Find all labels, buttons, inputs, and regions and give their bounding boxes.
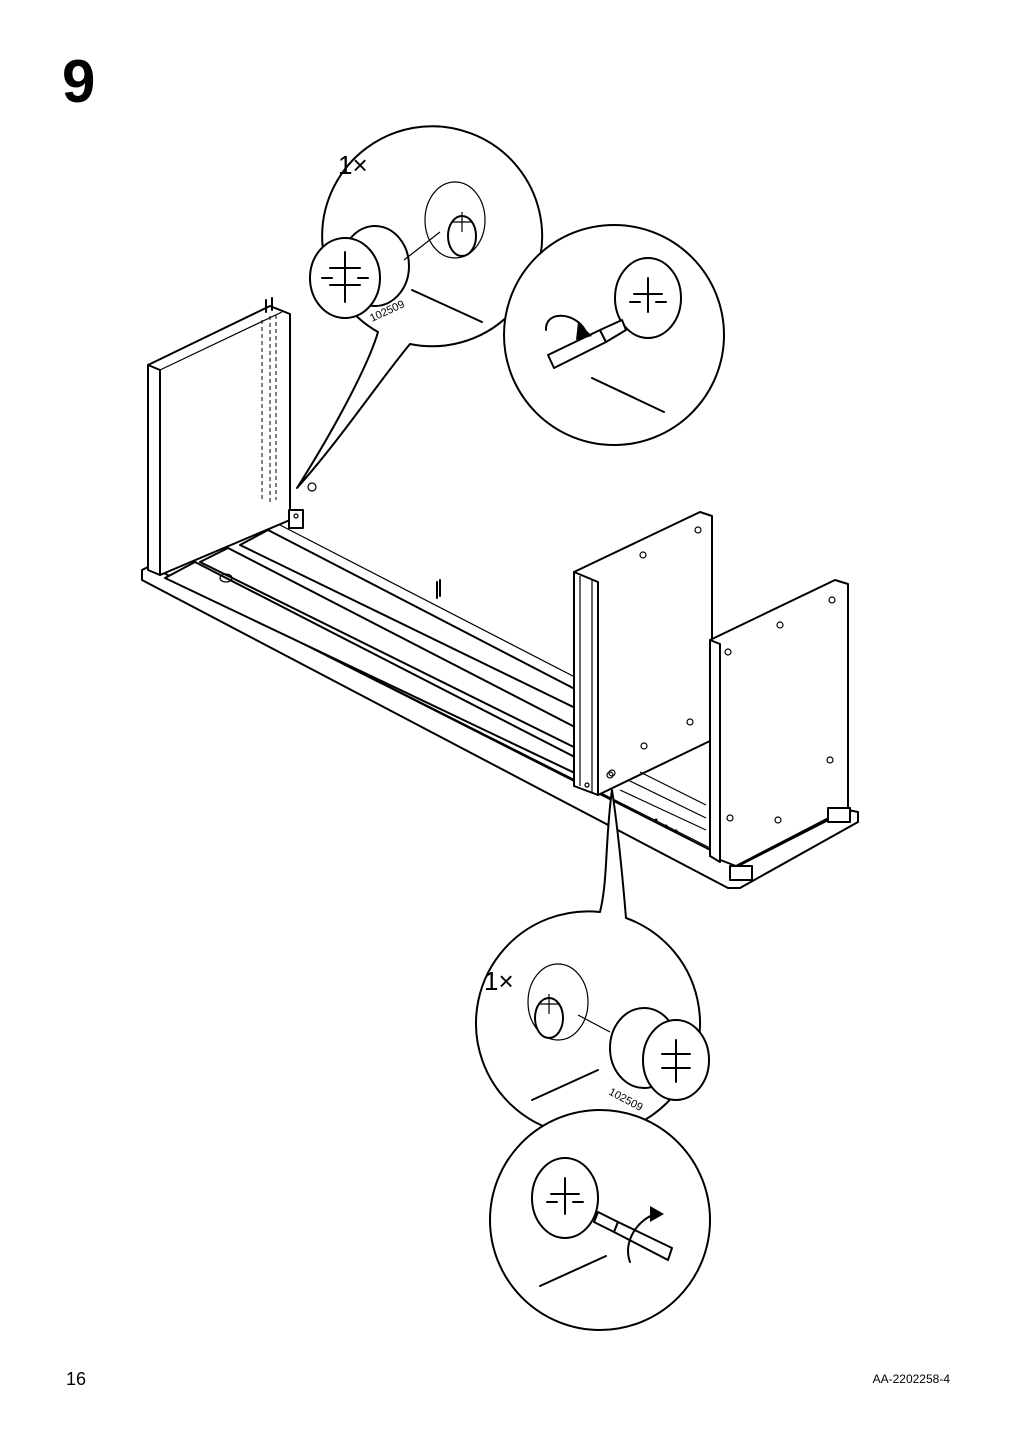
bottom-callout-tighten — [489, 1109, 711, 1331]
top-callout-insert: 1× 102509 — [296, 125, 544, 489]
dowel-icon — [424, 181, 486, 259]
cam-lock-fitting-icon — [609, 1007, 710, 1101]
lower-slats — [608, 769, 707, 833]
right-partition-panel — [573, 511, 713, 796]
bottom-quantity: 1× — [484, 966, 514, 996]
page-number: 16 — [66, 1369, 87, 1389]
slats — [164, 524, 601, 786]
left-side-panel — [147, 297, 317, 576]
bottom-callout-insert: 1× 102509 — [475, 789, 710, 1137]
cam-lock-fitting-icon — [309, 225, 410, 319]
screwdriver-icon — [593, 1211, 673, 1261]
rotation-arrow-icon — [627, 1206, 664, 1263]
document-code: AA-2202258-4 — [872, 1372, 950, 1386]
step-number: 9 — [62, 48, 96, 115]
top-callout-tighten — [503, 224, 725, 446]
cam-lock-fitting-icon — [531, 1157, 599, 1239]
dowel-icon — [527, 963, 589, 1041]
cam-lock-fitting-icon — [614, 257, 682, 339]
rotation-arrow-icon — [544, 314, 592, 340]
screwdriver-icon — [547, 319, 627, 369]
end-panel — [709, 579, 851, 881]
top-quantity: 1× — [338, 150, 368, 180]
